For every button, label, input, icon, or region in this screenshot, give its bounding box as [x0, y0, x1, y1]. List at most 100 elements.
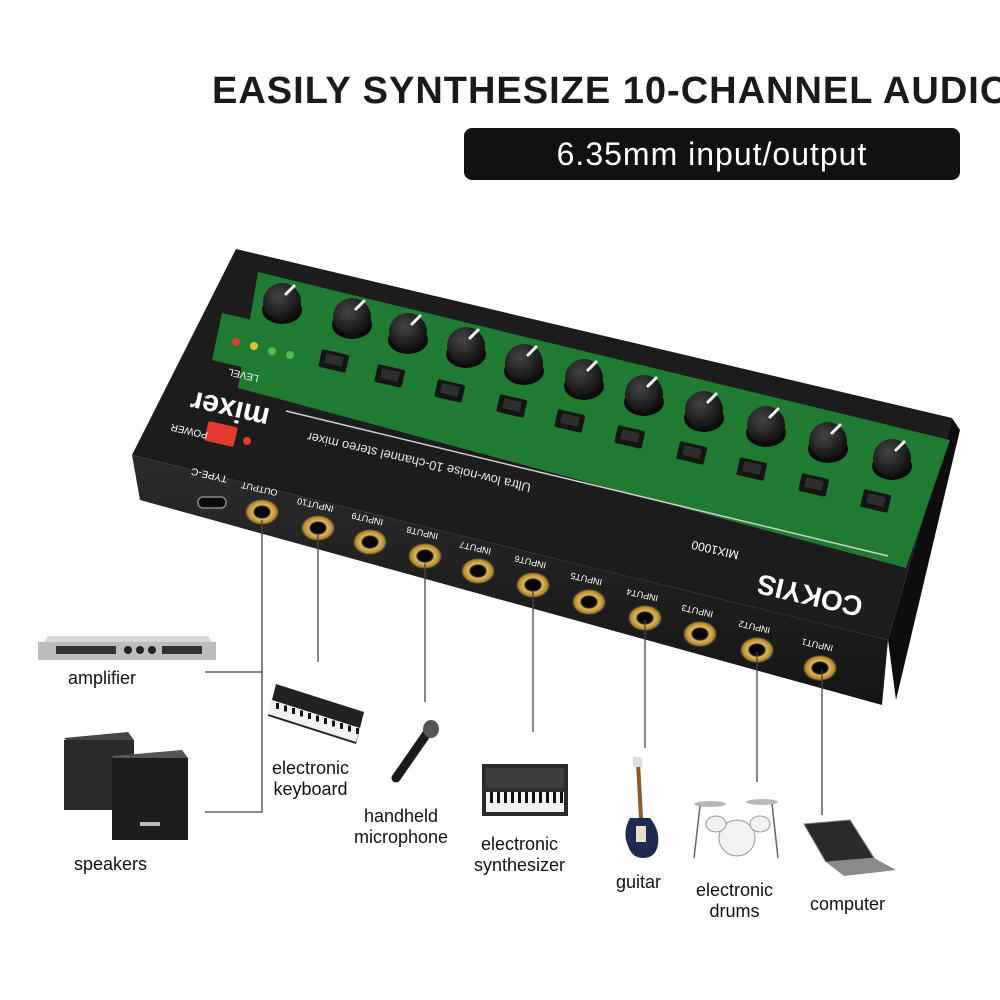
mono-stereo-switch[interactable]	[860, 489, 892, 513]
speakers-label: speakers	[74, 854, 148, 874]
synth-black-key	[518, 792, 521, 803]
speaker-front-badge	[140, 822, 160, 826]
keyboard-black-key	[284, 705, 287, 712]
synth-black-key	[553, 792, 556, 803]
keyboard-black-key	[340, 723, 343, 729]
bass-drum	[718, 819, 756, 857]
power-led	[243, 437, 251, 445]
microphone-image	[391, 720, 439, 783]
keyboard-image	[268, 684, 364, 744]
synth-black-key	[539, 792, 542, 803]
laptop-screen	[803, 819, 875, 863]
synth-panel	[486, 768, 564, 788]
amplifier-knob-3	[148, 646, 156, 654]
guitar-pickguard	[636, 826, 646, 842]
mono-stereo-switch[interactable]	[318, 349, 350, 373]
subtitle-pill: 6.35mm input/output	[464, 128, 960, 180]
mono-stereo-switch[interactable]	[614, 425, 646, 449]
channel-knob[interactable]	[746, 406, 786, 447]
drums-label: electronic drums	[696, 880, 773, 922]
amplifier-knob-2	[136, 646, 144, 654]
drum-stand-left	[693, 805, 701, 859]
mono-stereo-switch[interactable]	[676, 441, 708, 465]
amplifier-display	[162, 646, 202, 654]
channel-knob[interactable]	[564, 359, 604, 400]
mono-stereo-switch[interactable]	[434, 379, 466, 403]
channel-knob[interactable]	[446, 327, 486, 368]
amplifier-top	[44, 636, 212, 642]
microphone-label: handheld microphone	[354, 806, 448, 848]
keyboard-label-line2: keyboard	[273, 779, 348, 799]
channel-knob[interactable]	[872, 439, 912, 480]
mono-stereo-switch[interactable]	[554, 409, 586, 433]
guitar-image	[625, 757, 659, 858]
keyboard-black-key	[348, 725, 351, 732]
keyboard-black-key	[356, 728, 359, 734]
level-led-red	[232, 338, 240, 346]
master-level-knob[interactable]	[262, 283, 302, 324]
microphone-head	[423, 720, 439, 738]
cymbal-right	[746, 799, 778, 805]
synth-black-key	[532, 792, 535, 803]
guitar-neck	[636, 761, 643, 819]
synth-black-key	[504, 792, 507, 803]
synth-black-key	[497, 792, 500, 803]
channel-knob[interactable]	[684, 391, 724, 432]
synth-black-key	[511, 792, 514, 803]
keyboard-black-key	[324, 718, 327, 724]
panel-divider-line	[285, 410, 889, 557]
drums-image	[693, 799, 779, 859]
channel-knob[interactable]	[388, 313, 428, 354]
laptop-base	[826, 858, 896, 876]
keyboard-black-key	[332, 720, 335, 727]
keyboard-label-line1: electronic	[272, 758, 350, 778]
mixer-device: LEVEL POWER mixer Ultra low-noise 10-cha…	[132, 249, 960, 705]
drums-label-line2: drums	[709, 901, 760, 921]
level-led-green-2	[286, 351, 294, 359]
connection-lines	[205, 520, 823, 815]
power-button[interactable]	[204, 421, 238, 447]
amplifier-image	[38, 636, 216, 660]
synth-black-key	[525, 792, 528, 803]
subtitle-text: 6.35mm input/output	[556, 135, 868, 172]
synth-black-key	[490, 792, 493, 803]
microphone-label-line2: microphone	[354, 827, 449, 847]
synth-black-key	[560, 792, 563, 803]
amplifier-front-strip	[56, 646, 116, 654]
cymbal-left	[694, 801, 726, 807]
computer-label: computer	[810, 894, 886, 914]
synthesizer-label-line2: synthesizer	[474, 855, 566, 875]
drums-label-line1: electronic	[696, 880, 774, 900]
type-c-port[interactable]	[197, 496, 227, 509]
level-led-green	[268, 347, 276, 355]
guitar-headstock	[633, 757, 642, 767]
channel-knob[interactable]	[504, 344, 544, 385]
output-line	[205, 520, 263, 813]
channel-knob[interactable]	[808, 422, 848, 463]
channel-knob[interactable]	[624, 375, 664, 416]
amplifier-knob-1	[124, 646, 132, 654]
mono-stereo-switch[interactable]	[496, 394, 528, 418]
channel-knob[interactable]	[332, 298, 372, 339]
guitar-label: guitar	[616, 872, 662, 892]
microphone-handle	[391, 727, 433, 783]
amplifier-label: amplifier	[68, 668, 137, 688]
keyboard-black-key	[308, 713, 311, 719]
computer-image	[803, 819, 896, 876]
synthesizer-label: electronic synthesizer	[474, 834, 565, 876]
drum-stand-right	[771, 803, 779, 859]
synthesizer-label-line1: electronic	[481, 834, 559, 854]
mono-stereo-switch[interactable]	[736, 457, 768, 481]
level-led-yellow	[250, 342, 258, 350]
speaker-front	[112, 758, 188, 840]
mono-stereo-switch[interactable]	[798, 473, 830, 497]
mono-stereo-switch[interactable]	[374, 364, 406, 388]
headline: EASILY SYNTHESIZE 10-CHANNEL AUDIO	[212, 70, 1000, 112]
tom-right	[749, 815, 771, 833]
speakers-image	[64, 732, 188, 840]
keyboard-black-key	[300, 710, 303, 717]
synthesizer-image	[482, 764, 568, 816]
keyboard-black-key	[276, 703, 279, 709]
tom-left	[705, 815, 727, 833]
